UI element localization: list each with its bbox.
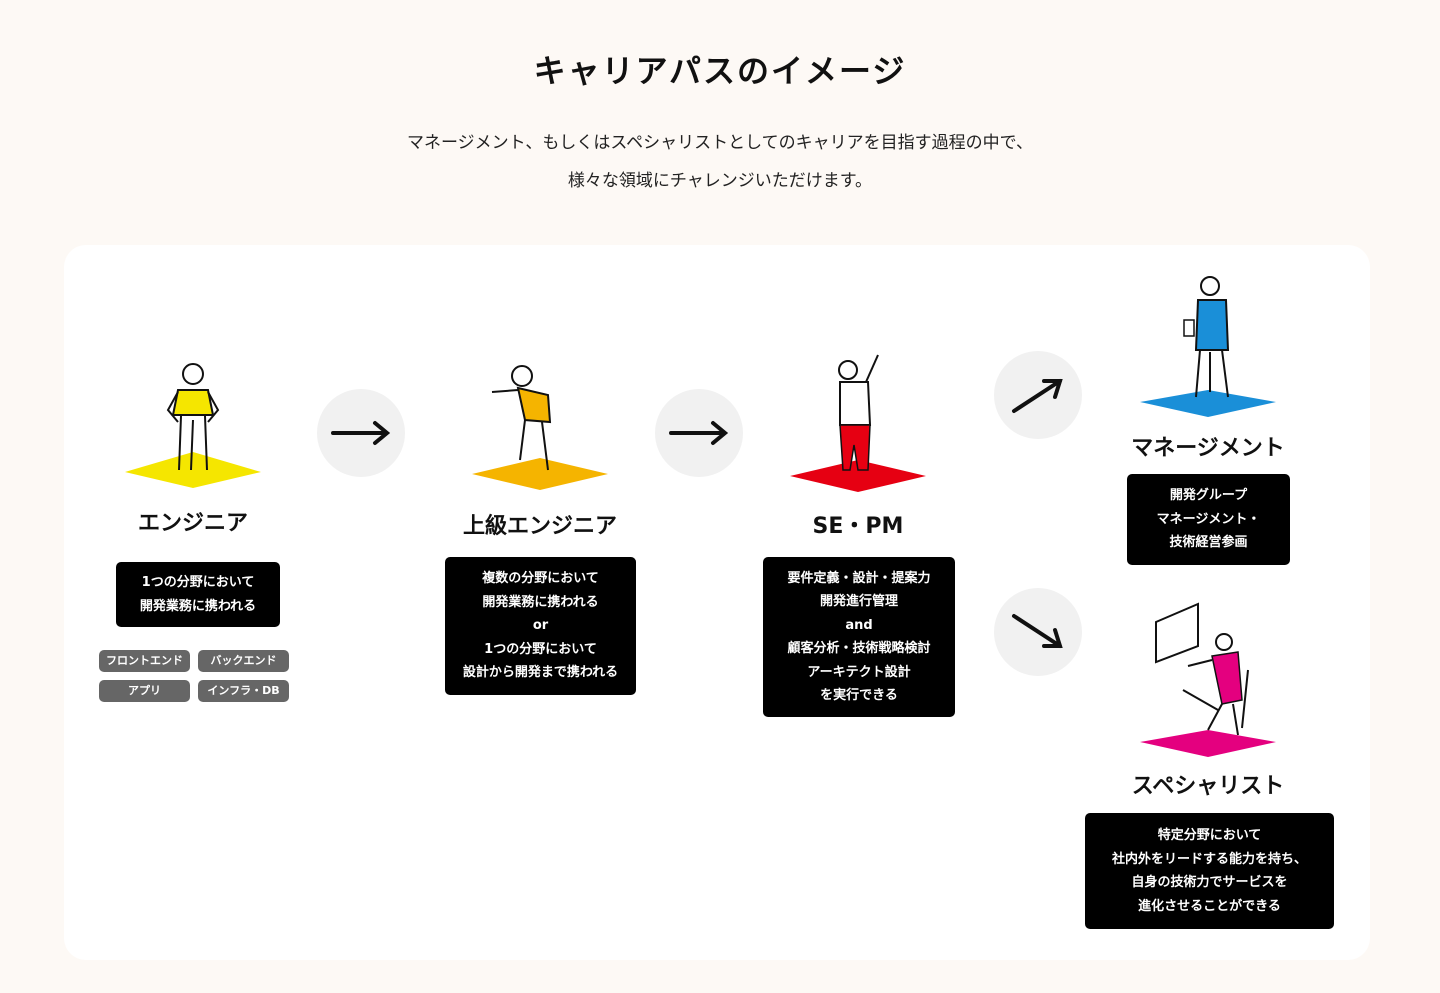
management-illustration — [1140, 276, 1276, 417]
se-pm-description: 要件定義・設計・提案力 開発進行管理 and 顧客分析・技術戦略検討 アーキテク… — [763, 557, 955, 717]
page-title: キャリアパスのイメージ — [533, 52, 907, 90]
desc-line: 1つの分野において — [484, 641, 597, 657]
tag-backend: バックエンド — [198, 650, 289, 672]
arrow-circle — [994, 588, 1082, 676]
arrow-circle — [994, 351, 1082, 439]
desc-line: 自身の技術力でサービスを — [1131, 875, 1288, 890]
desc-line: 進化させることができる — [1138, 898, 1281, 914]
desc-line: マネージメント・ — [1156, 511, 1261, 527]
tag-infra-db: インフラ・DB — [198, 680, 289, 702]
se-pm-illustration — [790, 354, 926, 492]
desc-line: アーキテクト設計 — [807, 664, 911, 680]
tag-app: アプリ — [99, 680, 190, 702]
management-description: 開発グループ マネージメント・ 技術経営参画 — [1127, 474, 1290, 565]
arrow-circle — [317, 389, 405, 477]
desc-line: 開発業務に携われる — [482, 594, 599, 610]
specialist-illustration — [1140, 602, 1276, 757]
desc-line: を実行できる — [820, 688, 898, 703]
stage-label-specialist: スペシャリスト — [1131, 774, 1285, 799]
desc-line: 技術経営参画 — [1169, 535, 1248, 551]
engineer-illustration — [125, 363, 261, 488]
subtitle-line-1: マネージメント、もしくはスペシャリストとしてのキャリアを目指す過程の中で、 — [407, 133, 1033, 153]
desc-line: 複数の分野において — [482, 571, 599, 587]
senior-engineer-description: 複数の分野において 開発業務に携われる or 1つの分野において 設計から開発ま… — [445, 557, 636, 695]
stage-label-management: マネージメント — [1131, 436, 1285, 461]
arrow-up-right-icon — [1012, 379, 1063, 413]
senior-engineer-illustration — [472, 365, 608, 490]
specialist-description: 特定分野において 社内外をリードする能力を持ち、 自身の技術力でサービスを 進化… — [1085, 813, 1334, 929]
desc-line: 開発業務に携われる — [139, 598, 257, 614]
engineer-description: 1つの分野において 開発業務に携われる — [116, 562, 280, 627]
desc-line: 1つの分野において — [141, 575, 255, 590]
tag-frontend: フロントエンド — [99, 650, 190, 672]
desc-line: and — [845, 617, 873, 633]
arrow-down-right-icon — [1012, 614, 1063, 648]
desc-line: 顧客分析・技術戦略検討 — [787, 641, 931, 656]
desc-line: 開発グループ — [1169, 488, 1248, 504]
desc-line: or — [532, 618, 549, 634]
stage-label-senior-engineer: 上級エンジニア — [462, 514, 617, 539]
stage-label-engineer: エンジニア — [137, 511, 248, 536]
stage-label-se-pm: SE・PM — [812, 514, 904, 539]
subtitle-line-2: 様々な領域にチャレンジいただけます。 — [567, 171, 873, 191]
arrow-right-icon — [669, 421, 729, 445]
desc-line: 開発進行管理 — [819, 594, 898, 609]
desc-line: 設計から開発まで携われる — [462, 665, 619, 681]
desc-line: 社内外をリードする能力を持ち、 — [1111, 851, 1307, 867]
desc-line: 特定分野において — [1157, 828, 1262, 843]
arrow-circle — [655, 389, 743, 477]
desc-line: 要件定義・設計・提案力 — [787, 570, 931, 586]
arrow-right-icon — [331, 421, 391, 445]
